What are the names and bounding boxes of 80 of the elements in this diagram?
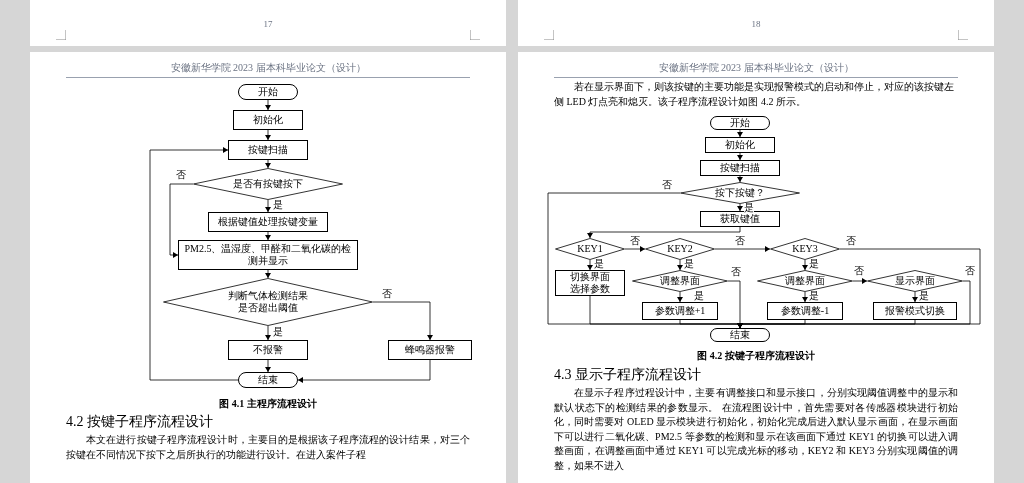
flow-arrow — [737, 175, 743, 183]
step-text: 根据键值处理按键变量 — [218, 216, 318, 228]
page-header: 安徽新华学院 2023 届本科毕业论文（设计） — [554, 60, 958, 78]
step-text: 参数调整-1 — [780, 305, 830, 317]
step-text: KEY2 — [667, 243, 693, 255]
process-box — [228, 140, 308, 160]
decision-diamond — [867, 270, 963, 292]
edge-label: 是 — [919, 291, 929, 301]
step-text: 按键扫描 — [720, 162, 760, 174]
step-text: 结束 — [258, 374, 278, 386]
step-text: PM2.5、温湿度、甲醛和二氧化碳的检测并显示 — [183, 243, 353, 267]
figure-caption: 图 4.2 按键子程序流程设计 — [696, 349, 816, 363]
edge-label: 是 — [273, 327, 283, 337]
decision-diamond — [757, 270, 853, 292]
flow-arrow — [737, 129, 743, 138]
edge-label: 否 — [735, 236, 745, 246]
decision-diamond — [555, 238, 625, 260]
process-box — [208, 212, 328, 232]
edge-label: 是 — [694, 291, 704, 301]
step-text: 按键扫描 — [248, 144, 288, 156]
process-box — [700, 160, 780, 176]
edge-label: 否 — [382, 289, 392, 299]
process-box — [642, 302, 718, 320]
step-text: 结束 — [730, 329, 750, 341]
step-text: 不报警 — [253, 344, 283, 356]
step-text: 按下按键？ — [715, 187, 765, 199]
step-text: 是否有按键按下 — [233, 178, 303, 190]
edge-label: 否 — [846, 236, 856, 246]
step-text: 调整界面 — [660, 275, 700, 287]
body-paragraph: 本文在进行按键子程序流程设计时，主要目的是根据该子程序流程的设计结果，对三个按键在不同情况下按下之后所执行的功能进行设计。在进入案件子程 — [66, 433, 470, 462]
step-text: 切换界面选择参数 — [569, 271, 611, 295]
step-text: 初始化 — [725, 139, 755, 151]
edge-label: 否 — [176, 170, 186, 180]
step-text: 报警模式切换 — [885, 305, 945, 317]
edge-label: 是 — [684, 259, 694, 269]
edge-label: 是 — [273, 200, 283, 210]
step-text: 参数调整+1 — [654, 305, 706, 317]
decision-diamond — [680, 182, 800, 204]
step-text: 获取键值 — [720, 213, 760, 225]
edge-label: 是 — [594, 259, 604, 269]
process-box — [388, 340, 472, 360]
process-box — [873, 302, 957, 320]
step-text: KEY1 — [577, 243, 603, 255]
edge-label: 否 — [854, 266, 864, 276]
process-box — [700, 211, 780, 227]
edge-label: 否 — [630, 236, 640, 246]
step-text: 显示界面 — [895, 275, 935, 287]
step-text: KEY3 — [792, 243, 818, 255]
step-text: 蜂鸣器报警 — [405, 344, 455, 356]
section-heading: 4.3 显示子程序流程设计 — [554, 366, 702, 384]
figure-caption: 图 4.1 主程序流程设计 — [218, 397, 318, 411]
step-text: 开始 — [258, 86, 278, 98]
page-header: 安徽新华学院 2023 届本科毕业论文（设计） — [66, 60, 470, 78]
edge-label: 否 — [662, 180, 672, 190]
section-heading: 4.2 按键子程序流程设计 — [66, 413, 214, 431]
step-text: 初始化 — [253, 114, 283, 126]
process-box — [555, 270, 625, 296]
edge-label: 是 — [809, 291, 819, 301]
process-box — [228, 340, 308, 360]
process-box — [233, 110, 303, 130]
edge-label: 是 — [809, 259, 819, 269]
flow-arrow — [737, 203, 743, 212]
process-box — [767, 302, 843, 320]
step-text: 调整界面 — [785, 275, 825, 287]
body-paragraph: 若在显示界面下，则该按键的主要功能是实现报警模式的启动和停止，对应的该按键左侧 LED 灯点亮和熄灭。该子程序流程设计如图 4.2 所示。 — [554, 80, 955, 109]
process-box — [705, 137, 775, 153]
decision-diamond — [163, 278, 373, 326]
edge-label: 是 — [744, 203, 754, 213]
decision-diamond — [645, 238, 715, 260]
page-number: 17 — [262, 18, 274, 31]
page-number: 18 — [750, 18, 762, 31]
edge-label: 否 — [731, 267, 741, 277]
step-text: 判断气体检测结果是否超出阈值 — [227, 290, 309, 314]
flow-arrow — [737, 152, 743, 161]
decision-diamond — [193, 168, 343, 200]
edge-label: 否 — [965, 266, 975, 276]
step-text: 开始 — [730, 117, 750, 129]
decision-diamond — [770, 238, 840, 260]
decision-diamond — [632, 270, 728, 292]
body-paragraph: 在显示子程序过程设计中，主要有调整接口和显示接口，分别实现阈值调整中的显示和默认状态下的检测结果的参数显示。 在流程图设计中，首先需要对各传感器模块进行初始化，同时需要对 OLED 显示模块进行初始化，初始化完成后进入默认显示画面，在显示画面下可以进行二氧化碳、PM2.5 等参数的检测和显示在该画面下通过 KEY1 的切换可以进入调整画面，在调整画面中通过 KEY1 可以完成光标的移动，KEY2 和 KEY3 分别实现阈值的调整，如果不进入 — [554, 386, 958, 473]
